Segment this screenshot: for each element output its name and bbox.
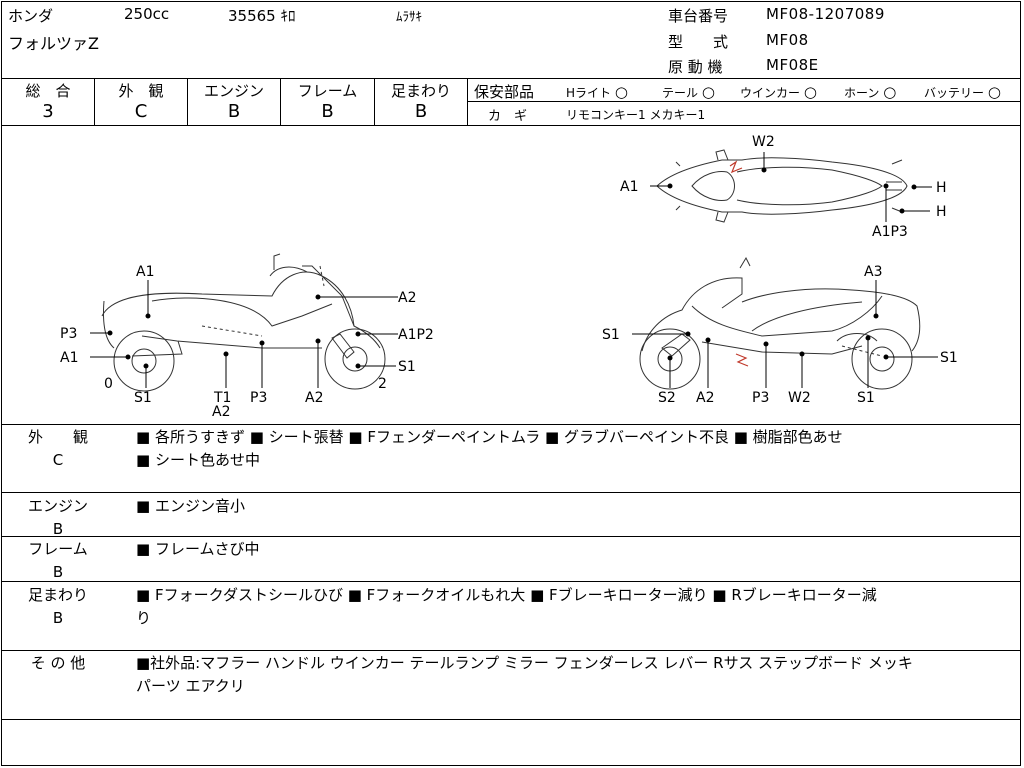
divider xyxy=(468,101,1020,102)
displacement: 250cc xyxy=(124,5,170,23)
diagram-label: W2 xyxy=(788,390,811,406)
left-view-drawing xyxy=(101,253,386,392)
divider xyxy=(187,78,188,125)
divider xyxy=(2,719,1020,720)
divider xyxy=(2,492,1020,493)
diagram-label: A3 xyxy=(864,264,882,280)
key-value: リモコンキー1 メカキー1 xyxy=(566,108,706,122)
engine-value: MF08E xyxy=(766,56,819,74)
divider xyxy=(2,581,1020,582)
safety-horn: ホーン ○ xyxy=(844,83,897,101)
damage-mark-icon xyxy=(729,160,743,174)
safety-winker: ウインカー ○ xyxy=(740,83,817,101)
score-suspension: B xyxy=(414,101,428,122)
diagram-label: H xyxy=(936,204,947,220)
safety-label: 保安部品 xyxy=(474,83,535,101)
type-value: MF08 xyxy=(766,31,809,49)
diagram-label: A2 xyxy=(696,390,714,406)
key-label: カ ギ xyxy=(488,109,528,124)
diagram-label: 0 xyxy=(104,376,113,392)
diagram-label: A1 xyxy=(60,350,78,366)
diagram-label: A2 xyxy=(212,404,230,420)
divider xyxy=(2,650,1020,651)
comment-text-exterior: ■ 各所うすきず ■ シート張替 ■ Fフェンダーペイントムラ ■ グラブバーペ… xyxy=(136,428,843,469)
diagram-label: S1 xyxy=(857,390,875,406)
diagram-label: A1 xyxy=(620,179,638,195)
divider xyxy=(467,78,468,125)
diagram-label: S1 xyxy=(602,327,620,343)
divider xyxy=(2,78,1020,79)
diagram-label: W2 xyxy=(752,134,775,150)
comment-text-other: ■社外品:マフラー ハンドル ウインカー テールランプ ミラー フェンダーレス … xyxy=(136,654,913,695)
comment-label-other: そ の 他 xyxy=(30,654,86,672)
safety-tail: テール ○ xyxy=(662,83,715,101)
divider xyxy=(94,78,95,125)
type-label: 型 式 xyxy=(668,33,729,51)
maker: ホンダ xyxy=(8,7,54,25)
comment-text-engine: ■ エンジン音小 xyxy=(136,497,245,515)
diagram-label: 2 xyxy=(378,376,387,392)
color: ﾑﾗｻｷ xyxy=(396,10,422,25)
comment-text-suspension: ■ Fフォークダストシールひび ■ Fフォークオイルもれ大 ■ Fブレーキロータ… xyxy=(136,586,877,627)
top-view-drawing xyxy=(656,149,908,223)
diagram-label: A2 xyxy=(398,290,416,306)
diagram-label: S1 xyxy=(398,359,416,375)
diagram-label: S1 xyxy=(134,390,152,406)
score-overall: 3 xyxy=(42,101,54,122)
diagram-label: P3 xyxy=(60,326,77,342)
score-header-exterior: 外 観 xyxy=(118,82,164,100)
diagram-label: A2 xyxy=(305,390,323,406)
frame-no-label: 車台番号 xyxy=(668,7,729,25)
divider xyxy=(2,536,1020,537)
diagram-label: S2 xyxy=(658,390,676,406)
engine-label: 原 動 機 xyxy=(668,58,723,76)
safety-headlight: Hライト ○ xyxy=(566,83,628,101)
model-name: フォルツァZ xyxy=(8,34,99,53)
diagram-label: T1 xyxy=(213,390,231,406)
score-exterior: C xyxy=(134,101,148,122)
right-view-drawing xyxy=(639,256,921,390)
divider xyxy=(280,78,281,125)
damage-mark-icon xyxy=(735,353,749,367)
diagram-label: H xyxy=(936,180,947,196)
divider xyxy=(374,78,375,125)
score-header-overall: 総 合 xyxy=(25,82,71,100)
safety-battery: バッテリー ○ xyxy=(924,83,1001,101)
score-engine: B xyxy=(227,101,241,122)
comment-text-frame: ■ フレームさび中 xyxy=(136,540,260,558)
divider xyxy=(2,424,1020,425)
score-header-frame: フレーム xyxy=(297,82,358,100)
score-frame: B xyxy=(321,101,334,122)
diagram-label: A1 xyxy=(136,264,154,280)
score-header-engine: エンジン xyxy=(203,82,264,100)
diagram-label: S1 xyxy=(940,350,958,366)
score-header-suspension: 足まわり xyxy=(390,82,451,100)
frame-no: MF08-1207089 xyxy=(766,5,885,23)
diagram-label: P3 xyxy=(250,390,267,406)
divider xyxy=(2,125,1020,126)
diagram-label: P3 xyxy=(752,390,769,406)
mileage: 35565 ｷﾛ xyxy=(228,7,296,25)
diagram-label: A1P3 xyxy=(872,224,908,240)
diagram-label: A1P2 xyxy=(398,327,434,343)
damage-diagram: W2 A1 H H A1P3 A1 A2 P3 A1P2 A1 S1 0 S1 … xyxy=(60,134,958,420)
